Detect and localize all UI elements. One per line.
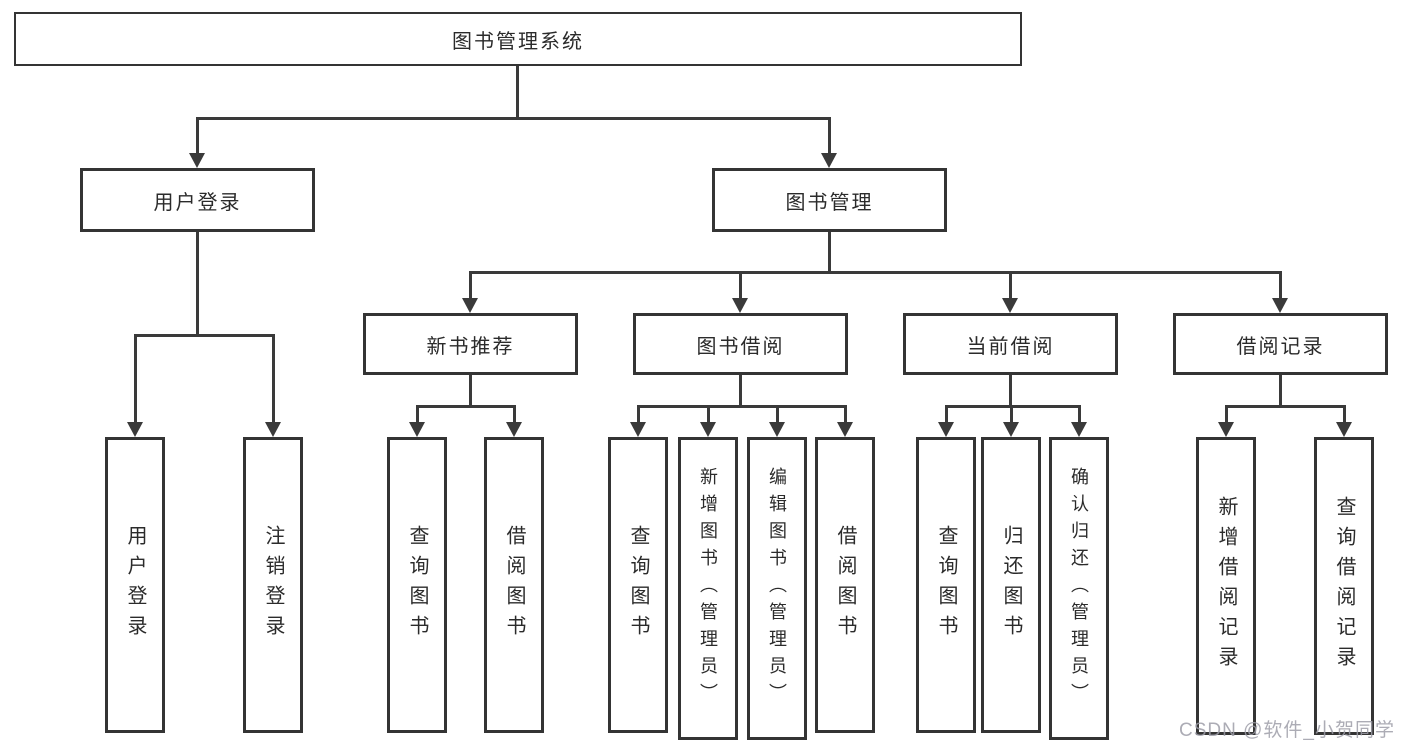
leaf-label: 确认归还（管理员） (1069, 467, 1089, 710)
arrowhead-icon (837, 422, 853, 437)
arrowhead-icon (189, 153, 205, 168)
leaf-label: 归还图书 (1000, 525, 1022, 645)
connector-line (776, 405, 779, 424)
connector-line (945, 405, 1081, 408)
node-book-management-module: 图书管理 (712, 168, 947, 232)
connector-line (637, 405, 640, 424)
connector-line (739, 375, 742, 408)
leaf-query-borrow-record: 查询借阅记录 (1314, 437, 1374, 735)
arrowhead-icon (127, 422, 143, 437)
leaf-logout: 注销登录 (243, 437, 303, 733)
node-book-management-system: 图书管理系统 (14, 12, 1022, 66)
node-label: 当前借阅 (966, 335, 1055, 358)
csdn-watermark: CSDN @软件_小贺同学 (1179, 720, 1395, 741)
connector-line (1343, 405, 1346, 424)
connector-line (516, 66, 519, 119)
node-label: 图书借阅 (696, 335, 785, 358)
connector-line (828, 117, 831, 156)
arrowhead-icon (462, 298, 478, 313)
arrowhead-icon (700, 422, 716, 437)
connector-line (134, 334, 275, 337)
leaf-edit-books-admin: 编辑图书（管理员） (747, 437, 807, 740)
connector-line (416, 405, 419, 424)
arrowhead-icon (1002, 298, 1018, 313)
connector-line (945, 405, 948, 424)
leaf-label: 查询图书 (627, 525, 649, 645)
arrowhead-icon (1272, 298, 1288, 313)
leaf-label: 新增图书（管理员） (698, 467, 718, 710)
node-label: 用户登录 (153, 191, 242, 214)
node-label: 借阅记录 (1236, 335, 1325, 358)
connector-line (1010, 405, 1013, 424)
arrowhead-icon (938, 422, 954, 437)
leaf-query-books-current: 查询图书 (916, 437, 976, 733)
leaf-label: 借阅图书 (503, 525, 525, 645)
leaf-label: 查询借阅记录 (1333, 496, 1355, 676)
arrowhead-icon (1003, 422, 1019, 437)
connector-line (196, 232, 199, 337)
arrowhead-icon (1071, 422, 1087, 437)
node-user-login-module: 用户登录 (80, 168, 315, 232)
leaf-query-books-borrowing: 查询图书 (608, 437, 668, 733)
connector-line (739, 271, 742, 300)
connector-line (1225, 405, 1346, 408)
connector-line (469, 271, 1282, 274)
connector-line (469, 271, 472, 300)
arrowhead-icon (732, 298, 748, 313)
connector-line (828, 232, 831, 274)
leaf-label: 编辑图书（管理员） (767, 467, 787, 710)
arrowhead-icon (1218, 422, 1234, 437)
node-label: 图书管理 (785, 191, 874, 214)
leaf-confirm-return-admin: 确认归还（管理员） (1049, 437, 1109, 740)
leaf-label: 借阅图书 (834, 525, 856, 645)
connector-line (1078, 405, 1081, 424)
connector-line (844, 405, 847, 424)
node-new-book-recommend: 新书推荐 (363, 313, 578, 375)
leaf-user-login: 用户登录 (105, 437, 165, 733)
arrowhead-icon (821, 153, 837, 168)
leaf-label: 查询图书 (406, 525, 428, 645)
connector-line (1279, 271, 1282, 300)
connector-line (707, 405, 710, 424)
leaf-add-borrow-record: 新增借阅记录 (1196, 437, 1256, 735)
connector-line (513, 405, 516, 424)
connector-line (637, 405, 847, 408)
arrowhead-icon (409, 422, 425, 437)
node-current-borrowing: 当前借阅 (903, 313, 1118, 375)
leaf-label: 用户登录 (124, 525, 146, 645)
node-label: 图书管理系统 (452, 30, 584, 53)
arrowhead-icon (1336, 422, 1352, 437)
leaf-borrow-books-recommend: 借阅图书 (484, 437, 544, 733)
connector-line (196, 117, 830, 120)
leaf-query-books-recommend: 查询图书 (387, 437, 447, 733)
connector-line (1009, 271, 1012, 300)
connector-line (469, 375, 472, 408)
node-borrow-records: 借阅记录 (1173, 313, 1388, 375)
connector-line (1225, 405, 1228, 424)
arrowhead-icon (769, 422, 785, 437)
connector-line (134, 334, 137, 424)
arrowhead-icon (506, 422, 522, 437)
leaf-label: 查询图书 (935, 525, 957, 645)
node-label: 新书推荐 (426, 335, 515, 358)
connector-line (272, 334, 275, 424)
connector-line (416, 405, 516, 408)
arrowhead-icon (630, 422, 646, 437)
leaf-return-books: 归还图书 (981, 437, 1041, 733)
leaf-label: 新增借阅记录 (1215, 496, 1237, 676)
leaf-label: 注销登录 (262, 525, 284, 645)
leaf-add-books-admin: 新增图书（管理员） (678, 437, 738, 740)
connector-line (1009, 375, 1012, 408)
connector-line (196, 117, 199, 156)
connector-line (1279, 375, 1282, 408)
leaf-borrow-books: 借阅图书 (815, 437, 875, 733)
arrowhead-icon (265, 422, 281, 437)
node-book-borrowing: 图书借阅 (633, 313, 848, 375)
